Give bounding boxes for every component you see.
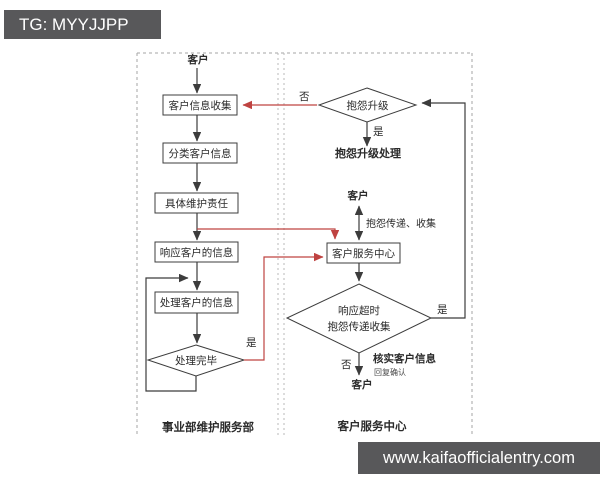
step-maintenance-duty-label: 具体维护责任 [165, 198, 228, 210]
diamond-complaint-escalation [317, 87, 418, 123]
left-lane-connectors [145, 68, 202, 392]
left-lane-shapes [146, 94, 246, 377]
decision-timeout-line2: 抱怨传递收集 [327, 321, 391, 333]
step-classify-info-label: 分类客户信息 [168, 148, 232, 160]
frame-borders [136, 52, 473, 437]
right-lane-shapes [285, 87, 433, 354]
terminal-customer-bottom-right: 客户 [351, 380, 373, 391]
box-classify-info [162, 142, 238, 164]
lane-right-title: 客户服务中心 [337, 421, 407, 433]
red-connectors [197, 100, 340, 361]
step-process-info-label: 处理客户的信息 [159, 298, 234, 309]
terminal-customer-top-right: 客户 [347, 191, 369, 202]
decision-processing-done-label: 处理完毕 [175, 356, 217, 367]
diamond-processing-done [146, 344, 246, 377]
telegram-watermark-banner: TG: MYYJJPP [4, 10, 161, 39]
box-maintenance-duty [154, 192, 239, 214]
step-collect-info-label: 客户信息收集 [168, 100, 232, 112]
terminal-customer-top-left: 客户 [187, 55, 209, 66]
transfer-collect-label: 抱怨传递、收集 [366, 219, 436, 230]
service-center-box-label: 客户服务中心 [332, 248, 395, 260]
timeout-no-label: 否 [341, 360, 352, 371]
timeout-yes-label: 是 [437, 305, 448, 316]
processing-done-yes-label: 是 [246, 338, 257, 349]
verify-note-label: 回复确认 [374, 368, 406, 377]
box-collect-info [162, 94, 238, 116]
escalation-no-label: 否 [299, 92, 310, 103]
decision-timeout-line1: 响应超时 [338, 305, 380, 317]
escalation-process-label: 抱怨升级处理 [335, 148, 401, 160]
diamond-response-timeout [285, 283, 433, 354]
box-service-center [326, 242, 401, 264]
escalation-yes-label: 是 [373, 127, 384, 138]
step-respond-info-label: 响应客户的信息 [159, 247, 234, 259]
website-watermark-banner: www.kaifaofficialentry.com [358, 442, 600, 474]
verify-customer-info-label: 核实客户信息 [373, 354, 436, 365]
right-lane-connectors [354, 98, 466, 376]
box-process-info [154, 291, 239, 314]
box-respond-info [154, 241, 239, 263]
lane-left-title: 事业部维护服务部 [162, 422, 254, 434]
decision-escalation-label: 抱怨升级 [346, 100, 389, 112]
